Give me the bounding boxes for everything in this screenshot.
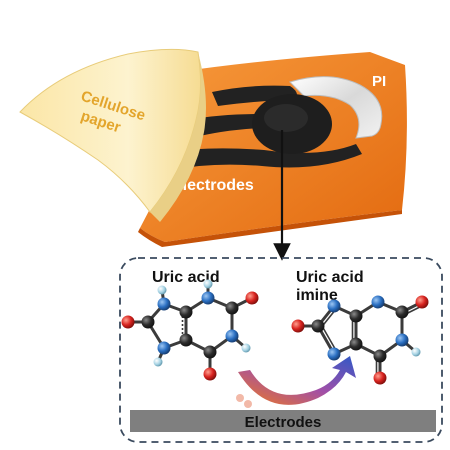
electron-dot bbox=[244, 400, 252, 408]
label-pi: PI bbox=[372, 73, 386, 90]
hydrogen-atom bbox=[203, 279, 213, 289]
carbon-atom bbox=[373, 349, 387, 363]
carbon-atom bbox=[203, 345, 217, 359]
silver-electrode bbox=[289, 76, 383, 139]
label-uric-acid: Uric acid bbox=[152, 269, 220, 286]
printed-electrodes bbox=[168, 76, 383, 170]
carbon-atom bbox=[349, 337, 363, 351]
label-electrodes-top: Electrodes bbox=[172, 177, 254, 194]
nitrogen-atom bbox=[225, 329, 239, 343]
oxygen-atom bbox=[245, 291, 259, 305]
label-imine-line1: Uric acid bbox=[296, 269, 364, 286]
carbon-atom bbox=[179, 305, 193, 319]
oxygen-atom bbox=[121, 315, 135, 329]
nitrogen-atom bbox=[327, 299, 341, 313]
electrode-lead-bottom bbox=[168, 144, 362, 170]
electrode-bar bbox=[130, 410, 436, 432]
oxygen-atom bbox=[291, 319, 305, 333]
pi-edge-shadow bbox=[138, 210, 402, 247]
working-electrode-texture bbox=[264, 104, 308, 132]
nitrogen-atom bbox=[327, 347, 341, 361]
uric-acid-molecule bbox=[121, 279, 259, 381]
electrode-lead-middle bbox=[188, 114, 262, 138]
hydrogen-atom bbox=[411, 347, 421, 357]
carbon-atom bbox=[141, 315, 155, 329]
uric-acid-imine-molecule bbox=[291, 295, 429, 385]
oxygen-atom bbox=[373, 371, 387, 385]
carbon-atom bbox=[349, 309, 363, 323]
oxygen-atom bbox=[203, 367, 217, 381]
paper-fold-shade bbox=[150, 52, 206, 222]
nitrogen-atom bbox=[157, 341, 171, 355]
reaction-frame bbox=[119, 257, 443, 443]
nitrogen-atom bbox=[395, 333, 409, 347]
electrode-lead-top bbox=[212, 85, 298, 106]
carbon-atom bbox=[395, 305, 409, 319]
reaction-arrow bbox=[238, 356, 356, 405]
label-electrodes-bottom: Electrodes bbox=[245, 414, 322, 431]
hydrogen-atom bbox=[241, 343, 251, 353]
nitrogen-atom bbox=[371, 295, 385, 309]
oxygen-atom bbox=[415, 295, 429, 309]
hydrogen-atom bbox=[157, 285, 167, 295]
nitrogen-atom bbox=[157, 297, 171, 311]
label-uric-acid-imine: Uric acid imine bbox=[296, 269, 368, 304]
carbon-atom bbox=[179, 333, 193, 347]
nitrogen-atom bbox=[201, 291, 215, 305]
carbon-atom bbox=[311, 319, 325, 333]
electron-dot bbox=[236, 394, 244, 402]
hydrogen-atom bbox=[153, 357, 163, 367]
carbon-atom bbox=[225, 301, 239, 315]
label-imine-line2: imine bbox=[296, 287, 338, 304]
